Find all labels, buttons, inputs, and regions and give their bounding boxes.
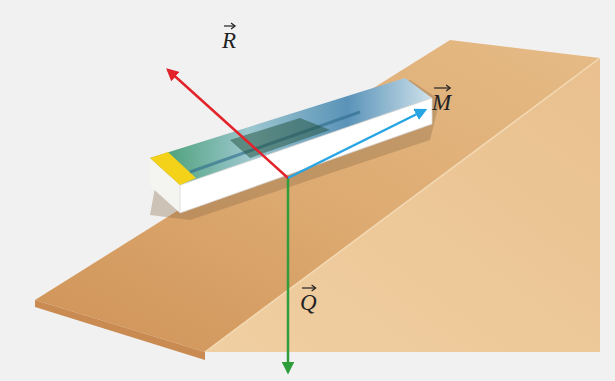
vector-overarrow bbox=[432, 84, 451, 92]
vector-label: M bbox=[432, 84, 451, 114]
vector-label: R bbox=[222, 22, 236, 52]
vector-overarrow bbox=[300, 284, 317, 292]
vector-label: Q bbox=[300, 284, 317, 314]
vector-overarrow bbox=[222, 22, 236, 30]
